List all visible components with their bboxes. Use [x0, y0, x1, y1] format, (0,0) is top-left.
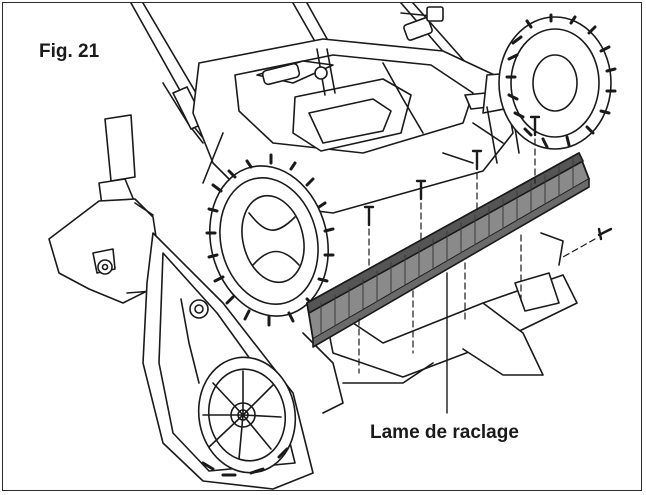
tine-frame [302, 232, 578, 414]
figure-number: Fig. 21 [39, 41, 100, 62]
rear-right-wheel [498, 13, 617, 150]
rear-left-wheel [197, 356, 297, 477]
figure-frame: Fig. 21 Lame de raclage [2, 2, 642, 491]
front-left-wheel [205, 153, 335, 327]
callout-label-scraping-blade: Lame de raclage [370, 422, 519, 443]
mounting-screws [358, 115, 613, 374]
side-chute [48, 114, 164, 304]
scraping-blade [306, 152, 590, 348]
dethatcher-assembly-illustration [48, 3, 617, 490]
